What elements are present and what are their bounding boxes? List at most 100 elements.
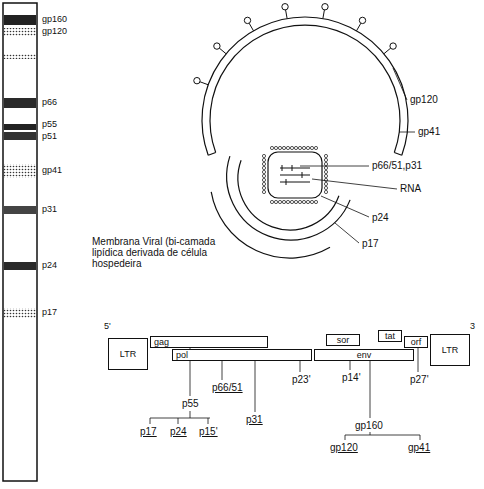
band-label: p66: [42, 98, 57, 108]
gene-name: tat: [382, 332, 398, 341]
capsid-bead: [270, 200, 273, 203]
capsid-bead: [286, 200, 289, 203]
protein-label: p27': [410, 374, 429, 385]
capsid-bead: [302, 200, 305, 203]
gene-name: pol: [173, 351, 191, 360]
protein-label: gp41: [408, 442, 430, 453]
capsid-bead: [262, 182, 265, 185]
capsid-bead: [324, 154, 327, 157]
capsid-bead: [314, 146, 317, 149]
surface-knobs: [194, 4, 397, 85]
virion-label: p66/51,p31: [372, 160, 422, 171]
capsid-bead: [306, 200, 309, 203]
knob-stem: [219, 48, 226, 54]
capsid-bead: [274, 146, 277, 149]
capsid-bead: [282, 200, 285, 203]
protein-label: p66/51: [212, 382, 243, 393]
knob-head: [244, 17, 250, 23]
capsid-bead: [324, 182, 327, 185]
virion-label: p17: [362, 238, 379, 249]
capsid-bead: [262, 154, 265, 157]
gene-box: LTR: [108, 338, 148, 370]
virion-label: gp120: [410, 94, 438, 105]
capsid-bead: [294, 200, 297, 203]
knob-head: [390, 43, 396, 49]
gene-box: orf: [404, 336, 428, 348]
strand-end: 5': [104, 322, 111, 332]
capsid-bead: [262, 190, 265, 193]
band-label: p17: [42, 308, 57, 318]
blot-bands: [4, 15, 36, 318]
capsid-bead: [324, 166, 327, 169]
knob-stem: [357, 23, 362, 31]
band-label: gp160: [42, 15, 67, 25]
protein-label: p24: [170, 426, 187, 437]
virion-label: p24: [372, 212, 389, 223]
capsid-bead: [262, 174, 265, 177]
capsid-bead: [324, 174, 327, 177]
capsid-bead: [324, 170, 327, 173]
capsid-bead: [324, 162, 327, 165]
virion-label: RNA: [400, 183, 421, 194]
capsid-beads: [262, 146, 327, 203]
blot-strip: [3, 3, 37, 481]
capsid-bead: [310, 200, 313, 203]
capsid-bead: [270, 146, 273, 149]
strand-end: 3: [470, 322, 475, 332]
capsid-bead: [298, 200, 301, 203]
capsid-bead: [324, 186, 327, 189]
capsid-bead: [262, 158, 265, 161]
gene-box: LTR: [430, 334, 470, 366]
knob-head: [194, 77, 200, 83]
protein-label: p15': [199, 426, 218, 437]
capsid-bead: [294, 146, 297, 149]
capsid-bead: [306, 146, 309, 149]
protein-label: gp120: [330, 442, 358, 453]
band-label: gp120: [42, 27, 67, 37]
capsid-bead: [262, 178, 265, 181]
capsid-bead: [278, 200, 281, 203]
band-label: p55: [42, 120, 57, 130]
gene-name: LTR: [117, 350, 139, 359]
knob-stem: [249, 23, 254, 31]
protein-label: gp160: [355, 420, 383, 431]
capsid-bead: [290, 200, 293, 203]
knob-stem: [323, 10, 325, 19]
gene-name: sor: [334, 336, 353, 345]
capsid-bead: [278, 146, 281, 149]
protein-label: p31: [246, 414, 263, 425]
knob-stem: [384, 48, 391, 54]
capsid-bead: [262, 170, 265, 173]
knob-head: [282, 4, 288, 10]
knob-head: [359, 17, 365, 23]
virion: [202, 17, 408, 258]
capsid-bead: [310, 146, 313, 149]
capsid-bead: [324, 158, 327, 161]
genome-leaders: [150, 348, 420, 440]
capsid-bead: [262, 186, 265, 189]
gene-box: sor: [326, 334, 360, 346]
knob-head: [214, 43, 220, 49]
capsid-bead: [302, 146, 305, 149]
protein-label: p55: [182, 398, 199, 409]
knob-head: [322, 4, 328, 10]
capsid-bead: [262, 166, 265, 169]
capsid-bead: [286, 146, 289, 149]
capsid-bead: [282, 146, 285, 149]
band-label: p51: [42, 132, 57, 142]
gene-box: tat: [378, 330, 402, 342]
capsid-bead: [298, 146, 301, 149]
band-label: gp41: [42, 166, 62, 176]
protein-label: p14': [342, 372, 361, 383]
band-label: p24: [42, 261, 57, 271]
gene-box: gag: [150, 336, 268, 348]
knob-stem: [200, 82, 208, 85]
capsid-bead: [324, 190, 327, 193]
leader-lines: [300, 68, 415, 243]
capsid-bead: [314, 200, 317, 203]
virion-label: gp41: [418, 126, 440, 137]
gene-name: orf: [408, 338, 425, 347]
protein-label: p23': [292, 374, 311, 385]
